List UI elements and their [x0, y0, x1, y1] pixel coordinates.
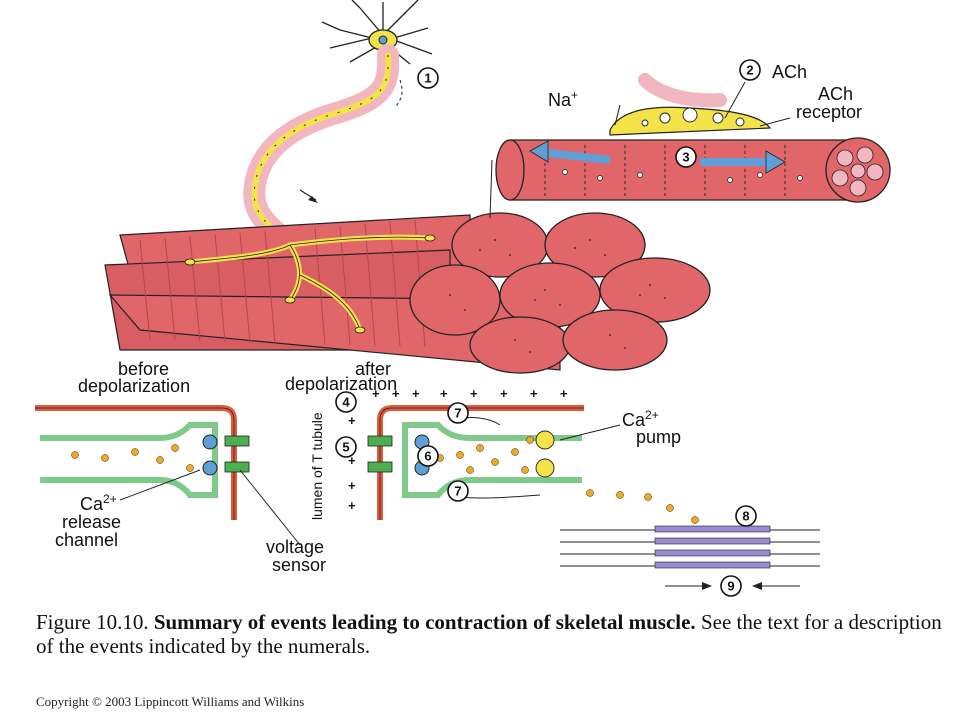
numeral-8: 8 [735, 505, 757, 527]
numerals: 1 2 3 4 5 6 7 7 8 9 [335, 59, 761, 597]
label-after-2: depolarization [285, 374, 397, 394]
sarcomere [560, 525, 820, 590]
numeral-7a: 7 [447, 402, 469, 424]
svg-text:+: + [348, 498, 356, 513]
svg-text:7: 7 [454, 406, 461, 421]
caption-bold: Summary of events leading to contraction… [153, 610, 696, 634]
muscle-contraction-diagram: + + + + + + + + + + + + ACh ACh receptor Na+ bef… [35, 0, 891, 597]
label-ca-pump-2: pump [636, 427, 681, 447]
label-ach: ACh [772, 62, 807, 82]
svg-text:+: + [530, 386, 538, 401]
svg-text:+: + [348, 453, 356, 468]
neuron [321, 0, 433, 65]
svg-text:1: 1 [424, 71, 431, 86]
membrane-after: + + + + + + + + + + + + [348, 386, 699, 524]
label-ca-pump-1: Ca2+ [622, 408, 659, 430]
svg-text:+: + [440, 386, 448, 401]
label-before-2: depolarization [78, 376, 190, 396]
numeral-2: 2 [739, 59, 761, 81]
label-voltage-2: sensor [272, 555, 326, 575]
inset-fiber [495, 73, 891, 203]
label-before-1: before [118, 359, 169, 379]
svg-text:7: 7 [454, 484, 461, 499]
svg-text:+: + [412, 386, 420, 401]
label-lumen: lumen of T tubule [309, 412, 325, 520]
label-after-1: after [355, 359, 391, 379]
svg-text:3: 3 [682, 150, 689, 165]
svg-text:+: + [348, 413, 356, 428]
label-ach-receptor-1: ACh [818, 84, 853, 104]
label-ca-release-2: release [62, 512, 121, 532]
svg-text:2: 2 [746, 63, 753, 78]
muscle-bundle [104, 159, 711, 374]
numeral-9: 9 [720, 575, 742, 597]
svg-text:5: 5 [342, 440, 349, 455]
axon [243, 44, 403, 256]
plus-signs: + + + + + + + + + + + + [348, 386, 568, 513]
svg-text:6: 6 [424, 449, 431, 464]
copyright-notice: Copyright © 2003 Lippincott Williams and… [36, 694, 305, 709]
label-ca-release-1: Ca2+ [80, 492, 117, 514]
numeral-4: 4 [335, 391, 357, 413]
figure-caption: Figure 10.10. Summary of events leading … [36, 610, 956, 658]
svg-text:+: + [348, 478, 356, 493]
caption-rest: See the text for a description of the ev… [36, 610, 942, 658]
svg-text:+: + [560, 386, 568, 401]
svg-text:+: + [392, 386, 400, 401]
numeral-7b: 7 [447, 480, 469, 502]
svg-text:9: 9 [727, 579, 734, 594]
svg-text:+: + [500, 386, 508, 401]
svg-text:+: + [372, 386, 380, 401]
numeral-5: 5 [335, 436, 357, 458]
svg-text:+: + [470, 386, 478, 401]
caption-prefix: Figure 10.10. [36, 610, 154, 634]
svg-text:8: 8 [742, 509, 749, 524]
numeral-1: 1 [417, 67, 439, 89]
diagram-labels: ACh ACh receptor Na+ before depolarizati… [55, 62, 862, 575]
label-voltage-1: voltage [266, 537, 324, 557]
label-na: Na+ [548, 88, 578, 110]
membrane-before [35, 405, 301, 546]
numeral-3: 3 [675, 146, 697, 168]
numeral-6: 6 [417, 445, 439, 467]
label-ach-receptor-2: receptor [796, 102, 862, 122]
svg-text:4: 4 [342, 395, 350, 410]
label-ca-release-3: channel [55, 530, 118, 550]
